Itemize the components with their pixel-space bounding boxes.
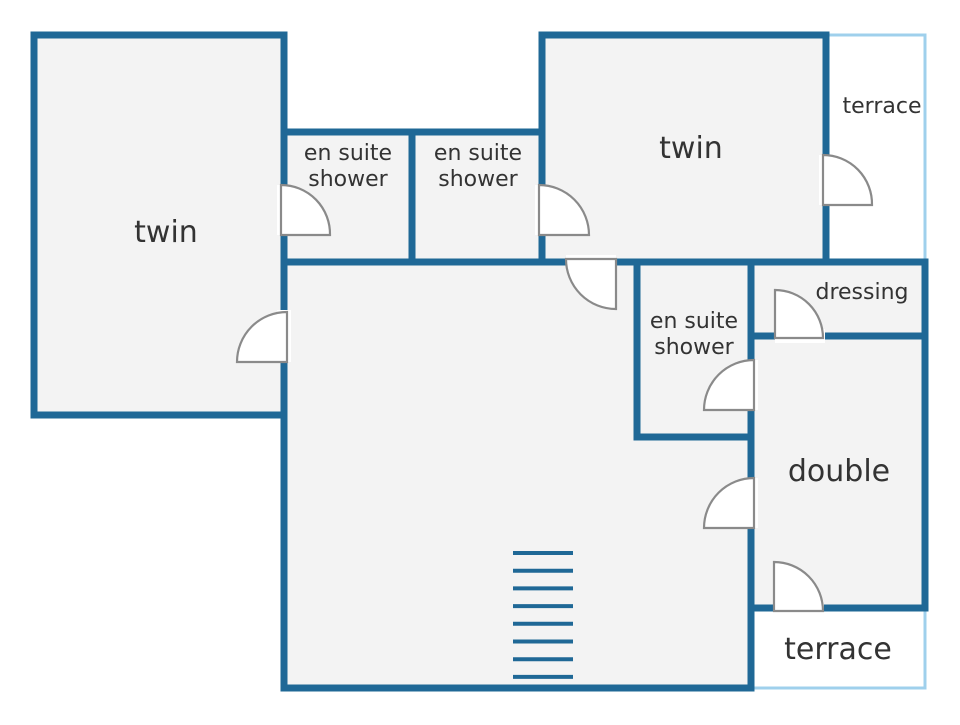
ensuite-2-room — [412, 132, 542, 262]
room-labels: twin en suite shower en suite shower twi… — [134, 94, 921, 667]
terraces — [751, 33, 927, 690]
door-double — [702, 476, 756, 530]
door-ensuite-3 — [702, 358, 756, 412]
label-twin-left: twin — [134, 215, 198, 250]
door-ensuite-1 — [279, 183, 332, 237]
hall-walls — [280, 258, 755, 692]
label-terrace-top: terrace — [843, 94, 922, 119]
label-ensuite-3-line1: en suite — [650, 309, 738, 334]
label-dressing: dressing — [815, 280, 908, 305]
label-terrace-bottom: terrace — [784, 632, 892, 667]
door-terrace-top — [821, 153, 874, 207]
label-ensuite-1-line1: en suite — [304, 141, 392, 166]
staircase — [513, 551, 573, 679]
doors — [235, 153, 874, 615]
door-twin-left — [235, 310, 289, 364]
door-dressing — [773, 288, 825, 340]
label-double: double — [788, 454, 890, 489]
terrace-bottom-outline — [751, 608, 927, 690]
label-ensuite-1-line2: shower — [308, 167, 388, 192]
label-ensuite-2-line1: en suite — [434, 141, 522, 166]
ensuite-3-walls — [633, 258, 755, 441]
door-twin-right — [564, 257, 618, 311]
terrace-top-outline — [826, 33, 927, 262]
twin-right-room — [542, 35, 826, 262]
label-twin-right: twin — [659, 131, 723, 166]
door-ensuite-2 — [537, 183, 591, 237]
label-ensuite-3-line2: shower — [654, 335, 734, 360]
door-terrace-bottom — [772, 560, 825, 613]
label-ensuite-2-line2: shower — [438, 167, 518, 192]
